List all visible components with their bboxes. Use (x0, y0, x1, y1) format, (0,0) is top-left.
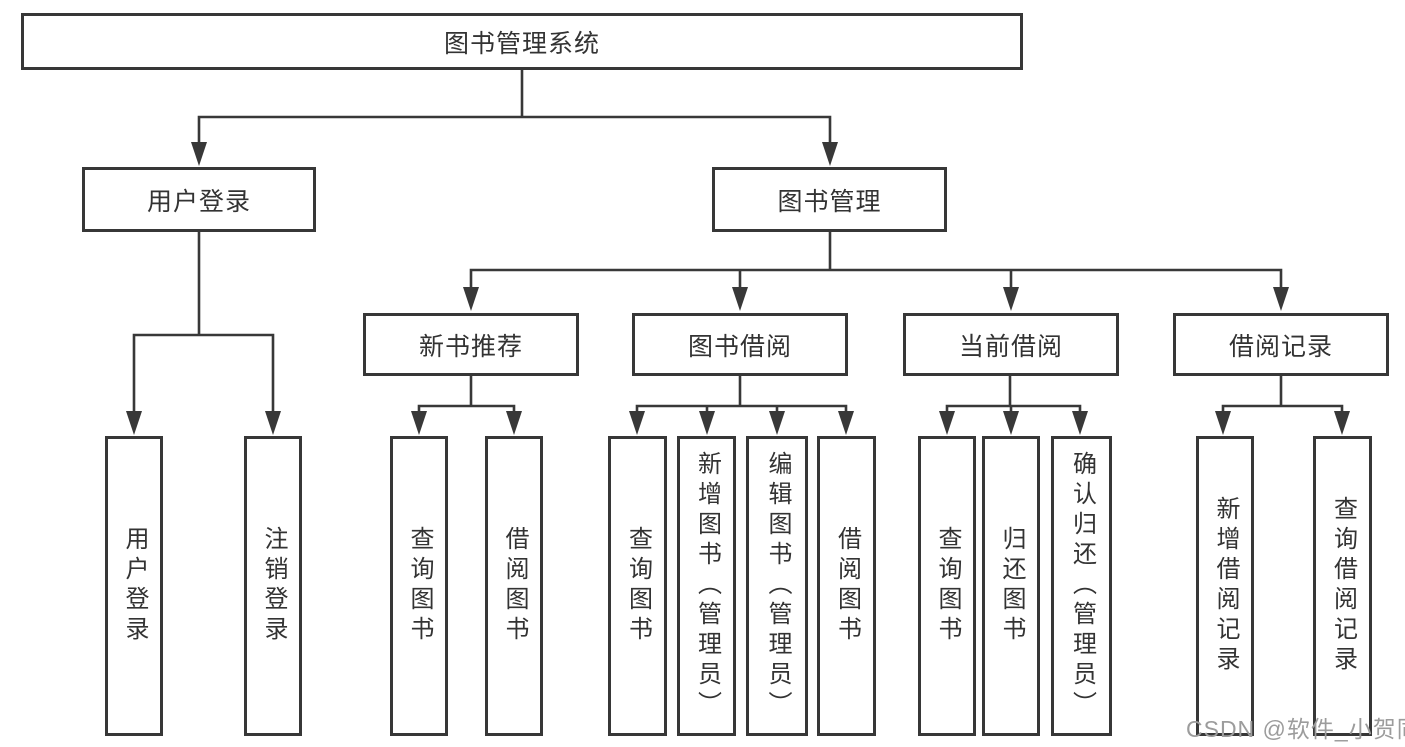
leaf-query-books-borrow-label: 查询图书 (624, 526, 652, 646)
node-user-login: 用户登录 (82, 167, 316, 232)
leaf-add-book-admin: 新增图书（管理员） (677, 436, 736, 736)
leaf-user-login-label: 用户登录 (121, 526, 148, 646)
node-book-management-label: 图书管理 (777, 187, 882, 216)
leaf-query-books-recommend: 查询图书 (390, 436, 448, 736)
connector-book-management (463, 232, 1289, 311)
connector-borrow-records (1215, 376, 1350, 435)
connector-root (191, 70, 838, 166)
leaf-edit-book-admin-label: 编辑图书（管理员） (764, 451, 791, 721)
connector-new-book-recommend (411, 376, 522, 435)
leaf-query-books-recommend-label: 查询图书 (406, 526, 433, 646)
node-user-login-label: 用户登录 (146, 187, 251, 216)
connector-current-borrow (939, 376, 1088, 435)
node-root-label: 图书管理系统 (443, 29, 600, 58)
node-root: 图书管理系统 (21, 13, 1023, 70)
leaf-query-books-borrow: 查询图书 (608, 436, 667, 736)
leaf-return-book: 归还图书 (982, 436, 1040, 736)
node-book-borrow: 图书借阅 (632, 313, 848, 376)
node-new-book-recommend-label: 新书推荐 (418, 332, 523, 361)
watermark: CSDN @软件_小贺同学 (1186, 716, 1405, 742)
node-current-borrow-label: 当前借阅 (958, 332, 1063, 361)
node-borrow-records: 借阅记录 (1173, 313, 1389, 376)
leaf-return-book-label: 归还图书 (998, 526, 1025, 646)
leaf-borrow-books-recommend: 借阅图书 (485, 436, 543, 736)
leaf-edit-book-admin: 编辑图书（管理员） (746, 436, 808, 736)
leaf-query-borrow-record: 查询借阅记录 (1313, 436, 1372, 736)
leaf-borrow-books-recommend-label: 借阅图书 (501, 526, 528, 646)
connector-book-borrow (629, 376, 854, 435)
leaf-logout: 注销登录 (244, 436, 302, 736)
leaf-user-login: 用户登录 (105, 436, 163, 736)
node-book-borrow-label: 图书借阅 (687, 332, 792, 361)
leaf-query-borrow-record-label: 查询借阅记录 (1329, 496, 1357, 676)
leaf-query-books-current-label: 查询图书 (934, 526, 961, 646)
leaf-borrow-books: 借阅图书 (817, 436, 876, 736)
leaf-borrow-books-label: 借阅图书 (833, 526, 861, 646)
leaf-confirm-return-admin-label: 确认归还（管理员） (1068, 451, 1096, 721)
node-borrow-records-label: 借阅记录 (1228, 332, 1333, 361)
leaf-add-book-admin-label: 新增图书（管理员） (693, 451, 721, 721)
leaf-add-borrow-record-label: 新增借阅记录 (1212, 496, 1239, 676)
leaf-add-borrow-record: 新增借阅记录 (1196, 436, 1254, 736)
connector-user-login (126, 232, 281, 435)
leaf-query-books-current: 查询图书 (918, 436, 976, 736)
node-current-borrow: 当前借阅 (903, 313, 1119, 376)
leaf-confirm-return-admin: 确认归还（管理员） (1051, 436, 1112, 736)
leaf-logout-label: 注销登录 (260, 526, 287, 646)
node-book-management: 图书管理 (712, 167, 947, 232)
node-new-book-recommend: 新书推荐 (363, 313, 579, 376)
